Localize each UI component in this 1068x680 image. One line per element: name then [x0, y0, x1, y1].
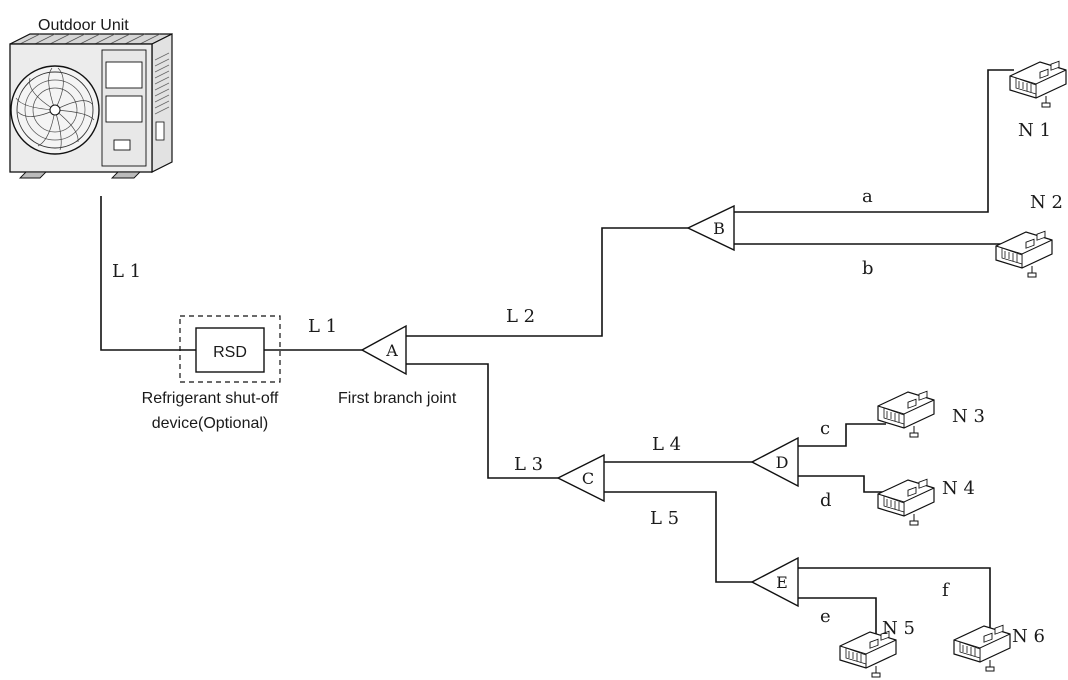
rsd-caption-line1: Refrigerant shut-off [142, 390, 279, 407]
pipe-f [798, 567, 991, 632]
pipe-l1-outdoor [100, 196, 196, 351]
outdoor-unit [9, 33, 173, 179]
branch-joint-e: E [750, 556, 799, 608]
indoor-unit-n3: N 3 [877, 390, 985, 438]
pipe-e [798, 597, 877, 640]
pipe-network [100, 69, 1014, 640]
joint-d-label: D [776, 453, 789, 472]
joint-e-label: E [776, 573, 788, 592]
first-branch-caption: First branch joint [338, 390, 457, 407]
indoor-unit-n2-label: N 2 [1030, 192, 1063, 213]
joint-b-label: B [713, 219, 725, 238]
indoor-unit-n1-label: N 1 [1018, 120, 1051, 141]
indoor-unit-n2: N 2 [995, 192, 1063, 278]
pipe-label-f: f [942, 580, 950, 601]
outdoor-unit-label: Outdoor Unit [38, 17, 129, 34]
rsd-device: RSD [179, 315, 281, 383]
rsd-caption-line2: device(Optional) [152, 415, 269, 432]
indoor-unit-n6: N 6 [953, 624, 1045, 672]
indoor-unit-n4: N 4 [877, 478, 975, 526]
branch-joint-d: D [750, 436, 799, 488]
indoor-unit-n5: N 5 [839, 618, 915, 678]
rsd-label: RSD [213, 344, 247, 361]
pipe-label-l4: L 4 [652, 434, 681, 455]
joint-a-label: A [385, 341, 398, 360]
pipe-l2 [406, 227, 688, 337]
joint-c-label: C [582, 469, 594, 488]
pipe-label-e: e [820, 606, 831, 627]
pipe-c [798, 423, 886, 447]
indoor-unit-n4-label: N 4 [942, 478, 975, 499]
indoor-unit-n1: N 1 [1009, 60, 1067, 141]
branch-joint-a: A [360, 324, 407, 376]
pipe-label-l2: L 2 [506, 306, 535, 327]
pipe-d [798, 475, 884, 493]
pipe-label-d: d [820, 490, 832, 511]
pipe-label-l3: L 3 [514, 454, 543, 475]
pipe-label-l1-horizontal: L 1 [308, 316, 337, 337]
indoor-unit-n3-label: N 3 [952, 406, 985, 427]
pipe-l3 [406, 363, 558, 479]
branch-joint-c: C [556, 453, 605, 503]
indoor-unit-n6-label: N 6 [1012, 626, 1045, 647]
pipe-label-b: b [862, 258, 874, 279]
indoor-unit-n5-label: N 5 [882, 618, 915, 639]
branch-joint-b: B [686, 204, 735, 252]
pipe-a [734, 69, 1014, 213]
pipe-label-l5: L 5 [650, 508, 679, 529]
pipe-label-a: a [862, 186, 873, 207]
pipe-label-c: c [820, 418, 830, 439]
pipe-label-l1-vertical: L 1 [112, 261, 141, 282]
pipe-l5 [604, 491, 752, 583]
